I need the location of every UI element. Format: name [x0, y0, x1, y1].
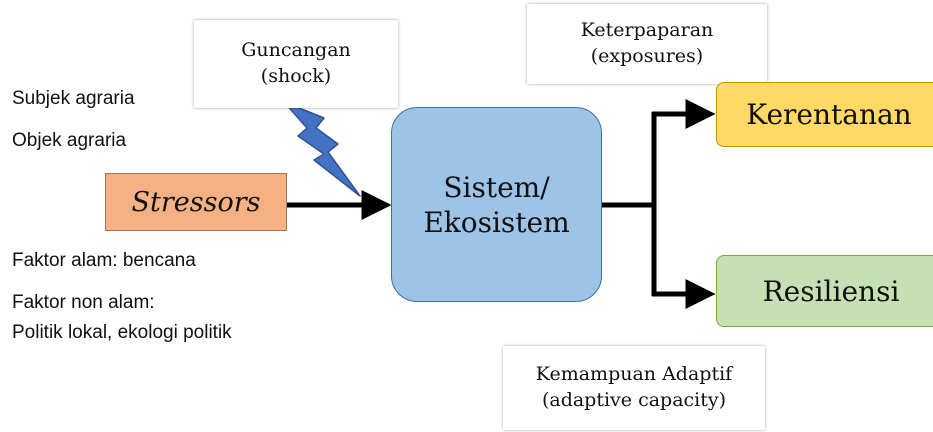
exposure-subtitle: (exposures) [590, 45, 704, 67]
subjek-agraria-label: Subjek agraria [12, 88, 135, 109]
resiliensi-label: Resiliensi [762, 274, 900, 308]
faktor-non-alam-label: Faktor non alam: [12, 292, 155, 313]
exposure-callout: Keterpaparan (exposures) [527, 4, 767, 84]
system-box: Sistem/ Ekosistem [391, 107, 602, 302]
adaptive-subtitle: (adaptive capacity) [541, 389, 727, 411]
shock-title: Guncangan [241, 39, 351, 62]
adaptive-title: Kemampuan Adaptif [535, 363, 733, 386]
exposure-title: Keterpaparan [580, 19, 714, 42]
stressors-box: Stressors [105, 173, 287, 231]
resiliensi-box: Resiliensi [716, 255, 933, 327]
kerentanan-box: Kerentanan [716, 82, 933, 147]
system-subtitle: Ekosistem [423, 205, 570, 239]
faktor-alam-label: Faktor alam: bencana [12, 250, 196, 271]
system-title: Sistem/ [443, 170, 550, 204]
faktor-non-alam-detail: Politik lokal, ekologi politik [12, 322, 232, 343]
shock-subtitle: (shock) [260, 65, 332, 87]
shock-callout: Guncangan (shock) [194, 20, 398, 108]
lightning-bolt-icon [283, 101, 361, 197]
adaptive-callout: Kemampuan Adaptif (adaptive capacity) [503, 346, 765, 430]
objek-agraria-label: Objek agraria [12, 130, 127, 151]
kerentanan-label: Kerentanan [746, 98, 912, 131]
stressors-label: Stressors [131, 186, 261, 218]
